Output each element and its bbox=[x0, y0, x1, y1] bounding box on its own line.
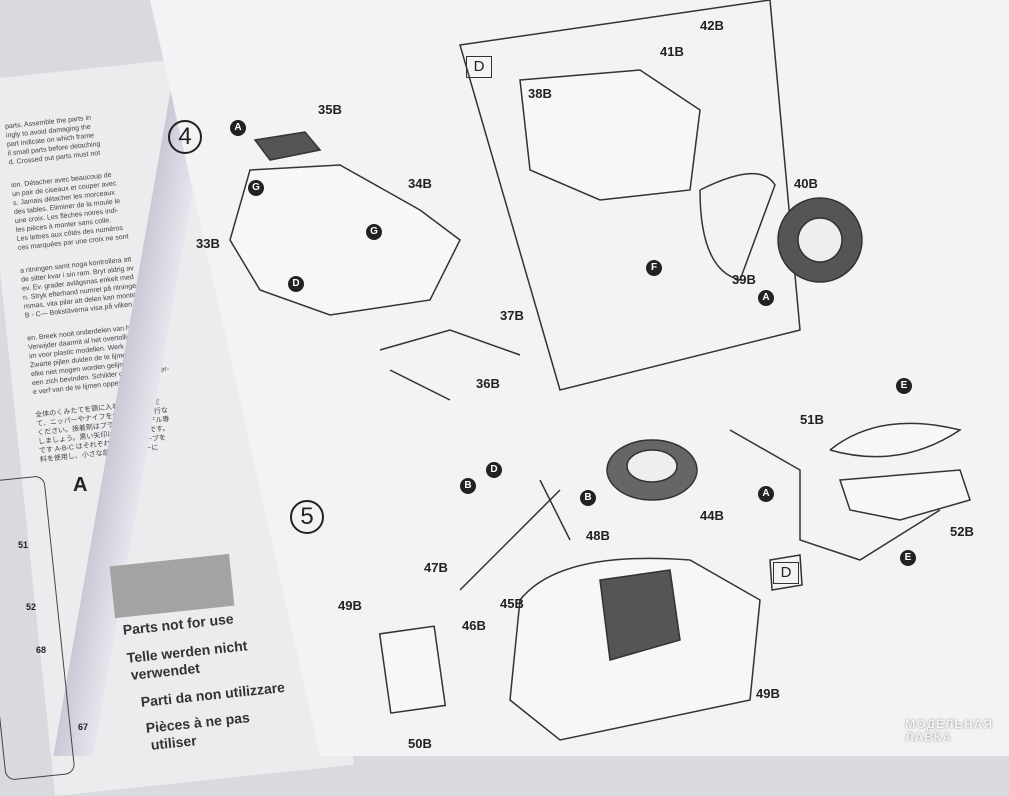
seat-part bbox=[253, 131, 322, 161]
part-number: 51 bbox=[18, 540, 29, 550]
chassis-frame bbox=[379, 329, 521, 401]
spare-wheel-44-hub bbox=[626, 449, 678, 483]
marker-d: D bbox=[486, 462, 502, 478]
marker-e: E bbox=[896, 378, 912, 394]
marker-g: G bbox=[248, 180, 264, 196]
cover-51 bbox=[829, 422, 962, 458]
step-4-number: 4 bbox=[168, 120, 202, 154]
part-label-42: 42B bbox=[700, 18, 724, 33]
marker-b: B bbox=[580, 490, 596, 506]
part-50 bbox=[378, 625, 447, 714]
gun-parts bbox=[459, 479, 571, 591]
watermark-line: ЛАВКА bbox=[905, 730, 953, 744]
frame-label: A bbox=[73, 474, 88, 496]
marker-b: B bbox=[460, 478, 476, 494]
fender-39 bbox=[699, 173, 776, 281]
part-label-51: 51B bbox=[800, 412, 824, 427]
marker-a: A bbox=[758, 486, 774, 502]
marker-e: E bbox=[900, 550, 916, 566]
detail-d-marker-box bbox=[769, 554, 803, 591]
part-number: 67 bbox=[78, 722, 89, 732]
sidecar-detail bbox=[519, 69, 701, 201]
part-label-45: 45B bbox=[500, 596, 524, 611]
part-label-52: 52B bbox=[950, 524, 974, 539]
detail-d-ref-label: D bbox=[773, 562, 799, 584]
part-label-41: 41B bbox=[660, 44, 684, 59]
marker-a: A bbox=[758, 290, 774, 306]
part-label-50: 50B bbox=[408, 736, 432, 751]
detail-leader bbox=[729, 429, 941, 561]
sidecar-body bbox=[229, 164, 461, 316]
marker-f: F bbox=[646, 260, 662, 276]
step-5-number: 5 bbox=[290, 500, 324, 534]
part-label-44: 44B bbox=[700, 508, 724, 523]
part-label-36: 36B bbox=[476, 376, 500, 391]
sidecar-interior-step5 bbox=[599, 569, 681, 661]
part-label-46: 46B bbox=[462, 618, 486, 633]
part-label-47: 47B bbox=[424, 560, 448, 575]
detail-d-label: D bbox=[466, 56, 492, 78]
watermark: МОДЕЛЬНАЯ ЛАВКА bbox=[905, 718, 993, 744]
part-label-39: 39B bbox=[732, 272, 756, 287]
part-label-40: 40B bbox=[794, 176, 818, 191]
part-label-49: 49B bbox=[756, 686, 780, 701]
detail-d-box bbox=[459, 0, 801, 391]
part-label-33: 33B bbox=[196, 236, 220, 251]
part-label-38: 38B bbox=[528, 86, 552, 101]
watermark-line: МОДЕЛЬНАЯ bbox=[905, 717, 993, 731]
part-label-49: 49B bbox=[338, 598, 362, 613]
marker-a: A bbox=[230, 120, 246, 136]
part-number: 52 bbox=[26, 602, 37, 612]
part-label-35: 35B bbox=[318, 102, 342, 117]
part-52 bbox=[838, 469, 971, 521]
marker-d: D bbox=[288, 276, 304, 292]
part-label-48: 48B bbox=[586, 528, 610, 543]
marker-g: G bbox=[366, 224, 382, 240]
part-label-37: 37B bbox=[500, 308, 524, 323]
part-label-34: 34B bbox=[408, 176, 432, 191]
assembly-drawings bbox=[229, 0, 971, 741]
part-number: 68 bbox=[36, 645, 47, 655]
wheel-40-hub bbox=[797, 217, 843, 263]
